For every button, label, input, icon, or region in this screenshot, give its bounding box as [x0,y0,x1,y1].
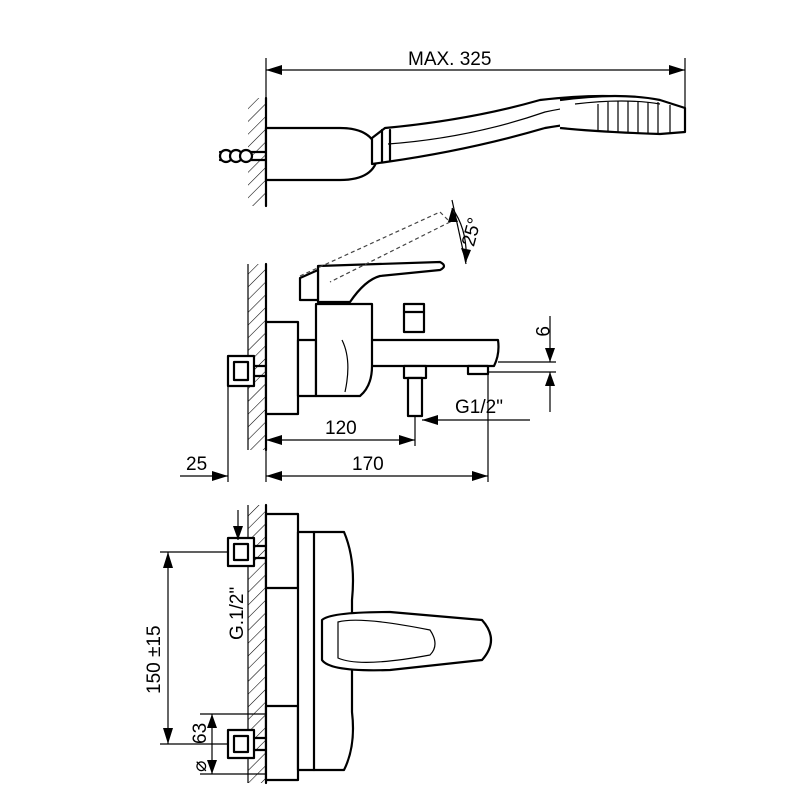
plan-view: 150 ±15 G.1/2" ⌀ 63 [144,503,493,785]
shower-head [559,94,687,136]
dim-thread-inlet [233,510,243,540]
lever-handle [316,260,446,304]
center-distance-label: 150 ±15 [144,625,165,694]
outlet-thread [406,376,424,418]
lever-plan [320,610,493,672]
max-length-label: MAX. 325 [408,49,491,70]
inlet-nut-top [226,536,256,568]
outlet-nut [402,364,428,380]
dim-height-small [488,316,556,412]
mixer-body [314,302,500,398]
dim-flange-diameter [200,713,266,775]
lever-raised-dashed [299,211,452,283]
thread-inlet-label: G.1/2" [227,587,248,640]
dim-spout-length [266,374,489,482]
angle-label: 25° [458,215,486,248]
inlet-nut [226,354,256,388]
dim-spout-offset [266,416,416,446]
inlet-nut-bottom [226,728,256,760]
diverter-knob [402,302,426,334]
body-connector [296,338,318,398]
diameter-symbol: ⌀ [190,761,211,772]
dim-max-length [265,58,686,108]
wall-flange [264,320,300,416]
flange-top [264,512,300,590]
wall-offset-label: 25 [186,454,207,475]
flange-bottom [264,704,300,782]
height-small-label: 9 [531,326,552,337]
shower-holder [264,126,380,182]
wall-hatch-side [248,264,266,450]
dim-angle [448,199,471,265]
side-elevation-view: 25° 9 G1/2" 120 [180,199,556,482]
hand-shower-view: MAX. 325 [218,49,687,208]
spout-aerator [466,364,490,376]
thread-outlet-label: G1/2" [455,397,503,418]
spout-length-label: 170 [352,454,384,475]
dim-wall-offset [180,386,267,482]
dim-thread-outlet [422,415,530,425]
hose-connector [218,148,268,164]
flange-diameter-label: 63 [190,723,211,744]
dim-center-distance [160,551,228,745]
spout-offset-label: 120 [325,418,357,439]
